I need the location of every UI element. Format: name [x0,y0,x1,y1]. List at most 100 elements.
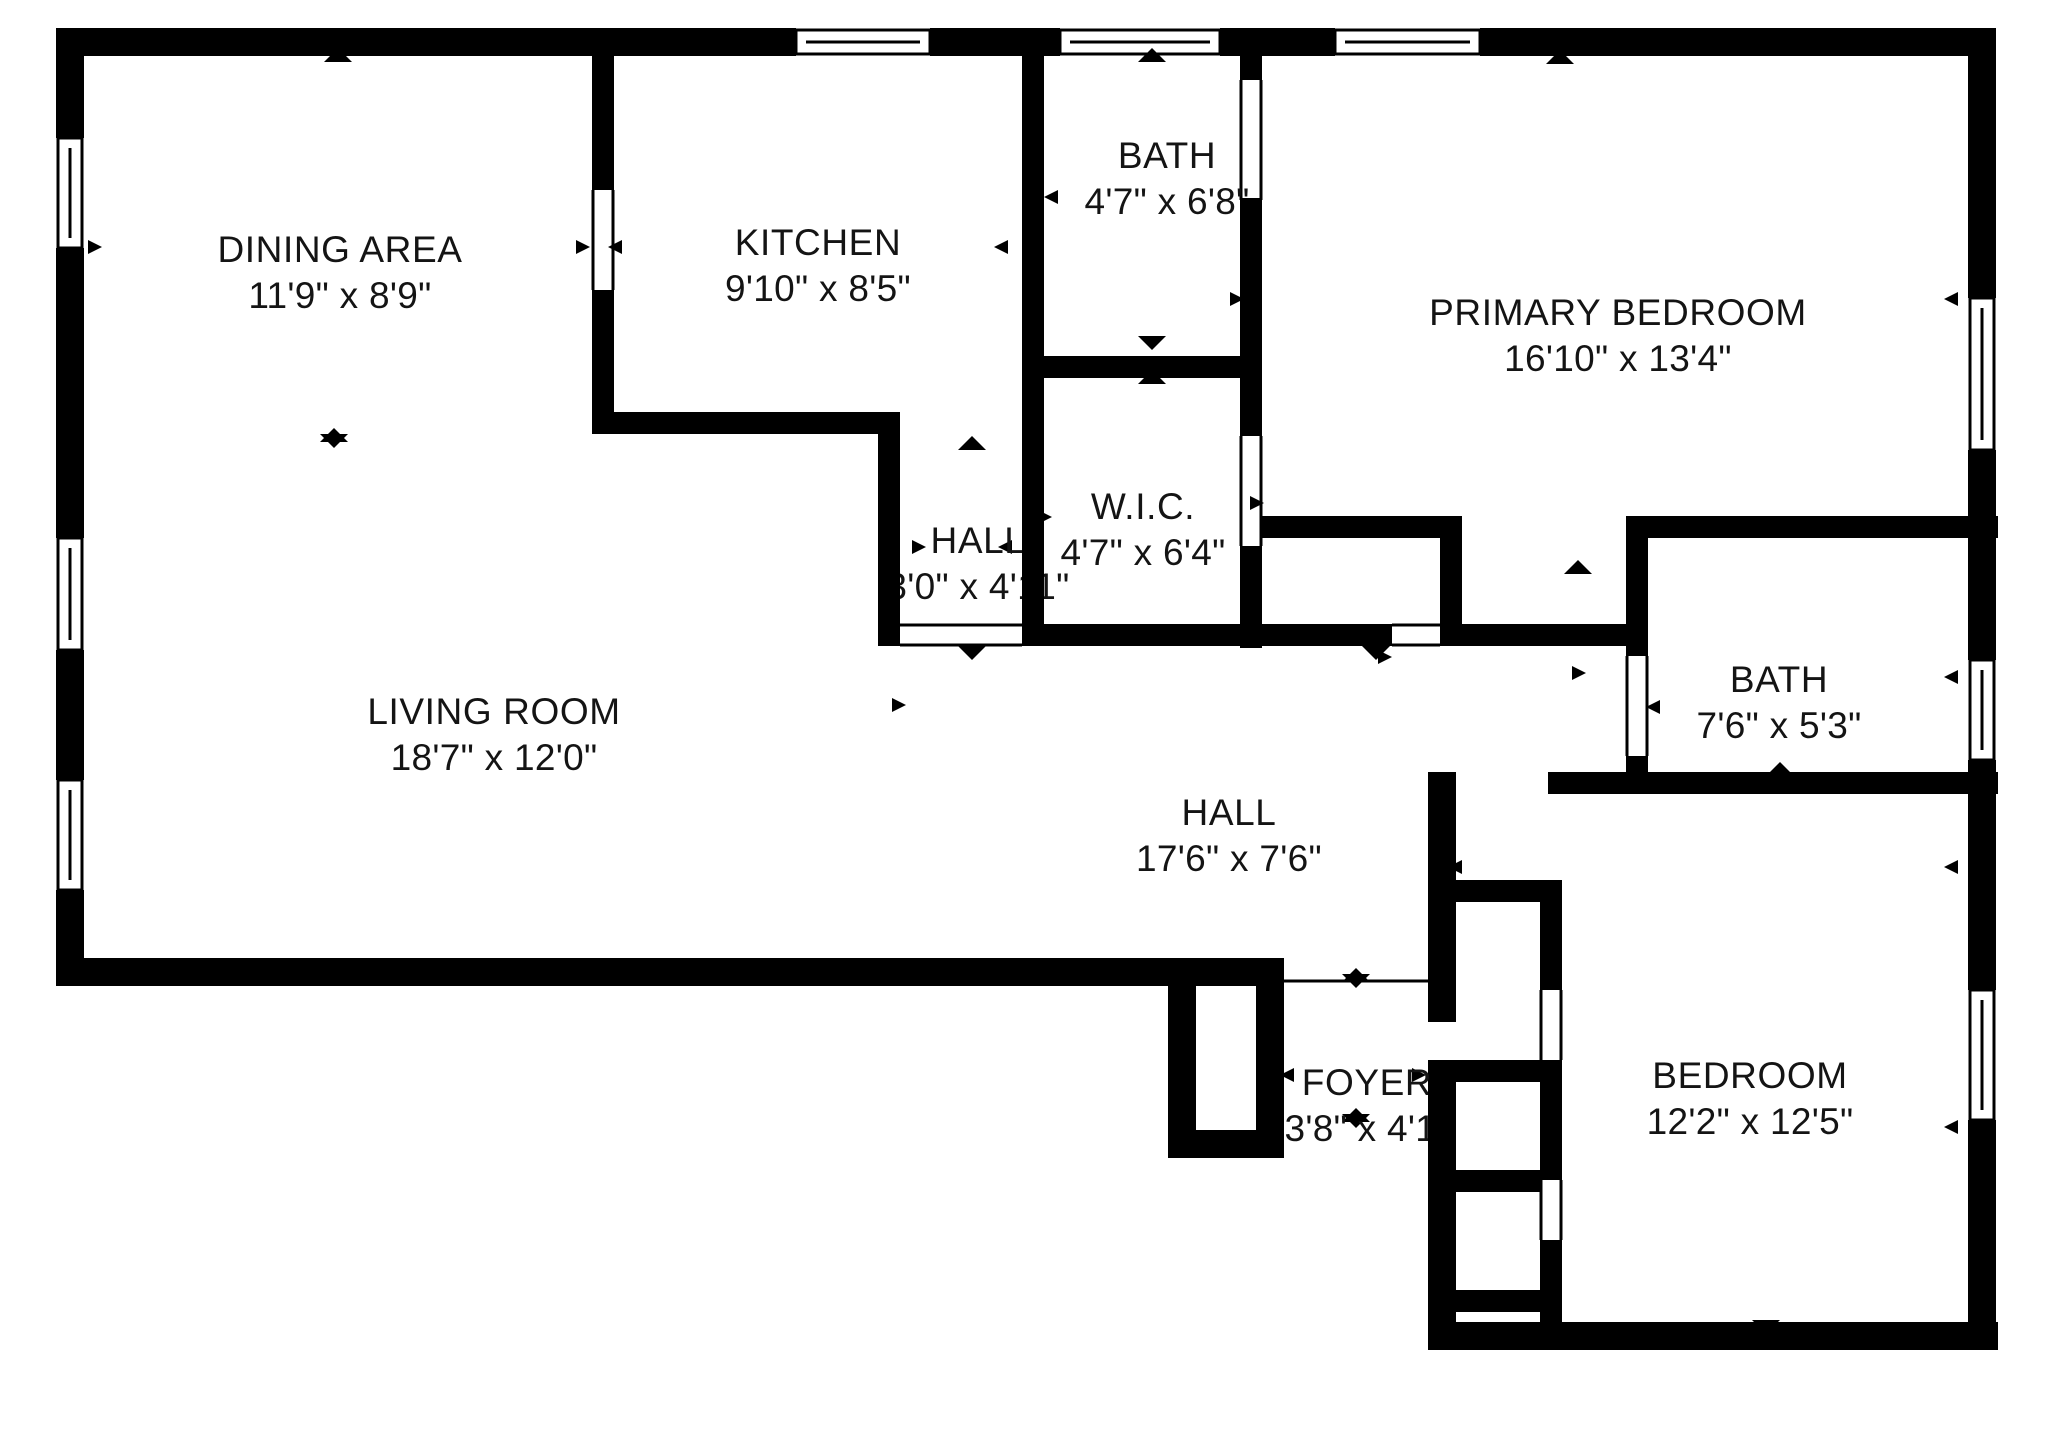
wall-bath-lower-left-upper [1626,516,1648,656]
marker-living-right-a [892,698,906,712]
wall-bedroom-closet-mid [1428,1060,1558,1082]
label-hall-lower-name: HALL [1182,792,1277,833]
doorway-foyer-hall [1284,980,1428,1000]
window-primary-right [1968,296,1996,452]
doorway-bath-upper [1240,80,1262,200]
windows [56,28,1996,1122]
marker-bath-bottom [1138,336,1166,350]
label-bath-upper-name: BATH [1118,135,1216,176]
doorway-bath-lower [1626,656,1648,756]
room-label-bedroom: BEDROOM 12'2" x 12'5" [1647,1055,1854,1142]
overlay-wall-bath-primary [1240,198,1262,358]
wall-dining-kitchen-upper [592,56,614,190]
wall-bedroom-closet-bottom2 [1428,1290,1558,1312]
marker-bath-top [1138,48,1166,62]
marker-bedroom-bottom [1752,1320,1780,1334]
label-primary-bedroom-name: PRIMARY BEDROOM [1429,292,1807,333]
marker-closet-top [1564,560,1592,574]
wall-closet-right [1440,516,1462,646]
marker-foyer-top-b [1342,974,1370,988]
exterior-wall-top-right [1480,28,1996,56]
exterior-wall-right-4 [1968,1120,1996,1350]
wall-primary-hall-2 [1440,624,1648,646]
doorway-primary-hall [1392,624,1440,646]
marker-foyer-right [1412,1068,1426,1082]
label-kitchen-name: KITCHEN [735,222,902,263]
wall-bath-primary-1 [1240,40,1262,80]
label-primary-bedroom-dims: 16'10" x 13'4" [1504,338,1732,379]
exterior-wall-bottom-left [56,958,1168,986]
label-bedroom-dims: 12'2" x 12'5" [1647,1101,1854,1142]
marker-living-right-b [878,723,892,730]
foyer-wall-right [1256,958,1284,1158]
marker-kitchen-right [994,240,1008,254]
doorway-bedroom-closet-1 [1540,990,1562,1060]
label-hall-lower-dims: 17'6" x 7'6" [1136,838,1322,879]
wall-bedroom-closet-bottom [1428,1170,1558,1192]
marker-primary-bottom [1362,646,1390,660]
marker-foyer-bottom-b [1342,1114,1370,1128]
wall-bedroom-closet-right-upper [1540,880,1562,990]
label-dining-area-name: DINING AREA [217,229,462,270]
marker-hall-right [998,540,1012,554]
room-label-primary-bedroom: PRIMARY BEDROOM 16'10" x 13'4" [1429,292,1807,379]
window-bath-top [1058,28,1222,56]
wing-wall-bottom [1428,1322,1998,1350]
wall-closet-top [1262,516,1462,538]
window-primary-top [1333,28,1482,56]
room-label-dining-area: DINING AREA 11'9" x 8'9" [217,229,462,316]
exterior-walls [56,28,1998,1350]
marker-dining-mid-b [320,434,348,448]
label-foyer-dims: 3'8" x 4'1" [1284,1108,1449,1149]
label-living-room-dims: 18'7" x 12'0" [391,737,598,778]
marker-primary-right [1944,292,1958,306]
label-kitchen-dims: 9'10" x 8'5" [725,268,911,309]
overlay-wall-hall-left [878,412,900,646]
label-wic-name: W.I.C. [1091,486,1195,527]
marker-hall-left [912,540,926,554]
door-openings [591,80,1649,1240]
marker-kitchen-left-a [576,240,590,254]
marker-bath-lower-bottom [1776,776,1804,790]
exterior-wall-top-mid2 [1220,28,1335,56]
window-living-left-2 [56,778,84,892]
marker-primary-top [1546,50,1574,64]
doorway-bedroom-closet-2 [1540,1180,1562,1240]
wall-bedroom-closet-right-bottom [1540,1240,1562,1322]
marker-wic-top [1138,370,1166,384]
marker-hall-lower-left [1378,650,1392,664]
window-living-left-1 [56,536,84,652]
label-living-room-name: LIVING ROOM [367,691,620,732]
exterior-wall-left-2 [56,248,84,538]
room-label-hall-lower: HALL 17'6" x 7'6" [1136,792,1322,879]
label-hall-upper-name: HALL [931,520,1026,561]
marker-kitchen-left-b [608,240,622,254]
marker-dining-top [324,48,352,62]
overlay-walls [878,40,1456,1158]
marker-bath-lower-left [1646,700,1660,714]
doorway-hall-bottom [900,624,1022,646]
marker-foyer-left [1280,1068,1294,1082]
marker-hall-top [958,436,986,450]
wall-kitchen-bottom [592,412,900,434]
marker-bath-lower-right [1944,670,1958,684]
label-wic-dims: 4'7" x 6'4" [1060,532,1225,573]
wall-bath-lower-top [1626,516,1998,538]
marker-bath-left [1044,190,1058,204]
window-bath-lower-right [1968,658,1996,762]
doorway-dining-kitchen [592,190,614,290]
exterior-wall-right-3 [1968,760,1996,990]
marker-bedroom-right-2 [1944,1120,1958,1134]
room-label-bath-upper: BATH 4'7" x 6'8" [1084,135,1249,222]
exterior-wall-top-left [56,28,796,56]
foyer-wall-left [1168,958,1196,1158]
exterior-wall-right-2 [1968,450,1996,660]
label-bath-lower-dims: 7'6" x 5'3" [1696,705,1861,746]
marker-closet-right [1572,666,1586,680]
marker-bedroom-right [1944,860,1958,874]
wall-bedroom-closet-right-lower [1540,1060,1562,1180]
marker-wic-right [1250,496,1264,510]
doorway-wic [1240,436,1262,546]
wall-bath-lower-bottom [1548,772,1998,794]
